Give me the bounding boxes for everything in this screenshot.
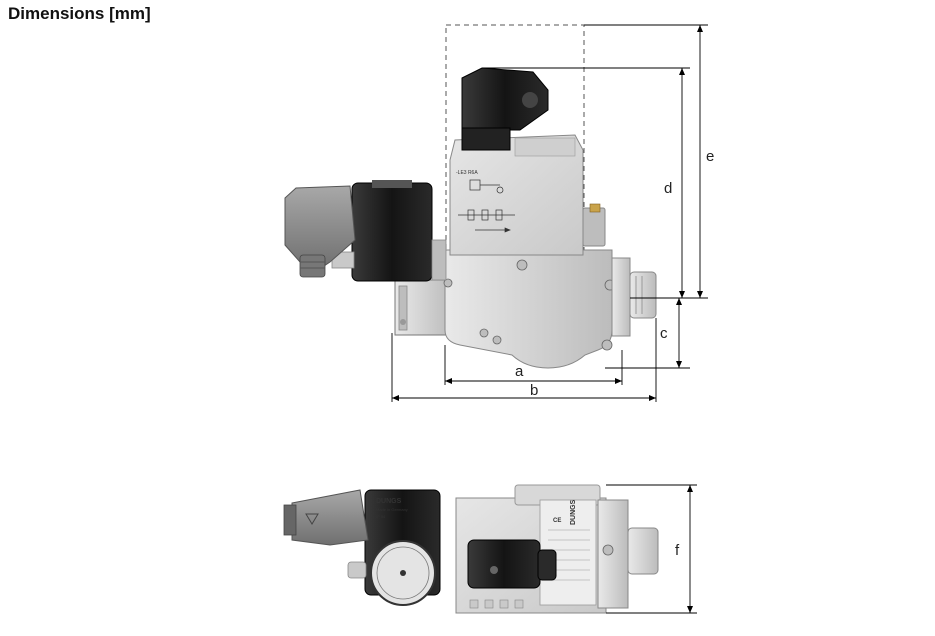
circuit-schematic-icon (458, 179, 515, 233)
side-connector-plug (284, 185, 356, 278)
side-connector-plug-top (283, 489, 369, 546)
valve-body (443, 249, 616, 369)
dimension-label-d: d (664, 180, 672, 197)
dimension-label-c: c (660, 325, 668, 342)
top-view: CE DUNGS DUNGS Made in Germany IP 5 (283, 484, 697, 614)
top-connector-plug (461, 67, 549, 151)
pressure-switch-top: DUNGS Made in Germany IP 54 (347, 489, 441, 606)
bottom-fittings (469, 599, 524, 609)
pressure-switch-origin: Made in Germany (376, 507, 408, 512)
dimension-label-e: e (706, 148, 714, 165)
actuator-housing: -LE3 R6A (449, 134, 606, 256)
page-title: Dimensions [mm] (8, 4, 151, 23)
front-plate-brand: DUNGS (570, 499, 577, 525)
pressure-switch-brand: DUNGS (376, 498, 402, 505)
top-connector-plug-top (467, 539, 557, 589)
ce-mark: CE (553, 518, 561, 524)
schematic-code: -LE3 R6A (456, 170, 478, 176)
pressure-switch-ip-rating: IP 54 (376, 514, 386, 519)
dimension-label-f: f (675, 542, 680, 559)
outlet-flange (611, 257, 657, 337)
dimension-label-a: a (515, 363, 524, 380)
dimension-lines-top (606, 484, 697, 614)
inlet-flange (394, 279, 451, 336)
dimension-lines-side (391, 24, 708, 402)
side-view: -LE3 R6A (284, 24, 714, 402)
dimension-label-b: b (530, 382, 538, 399)
